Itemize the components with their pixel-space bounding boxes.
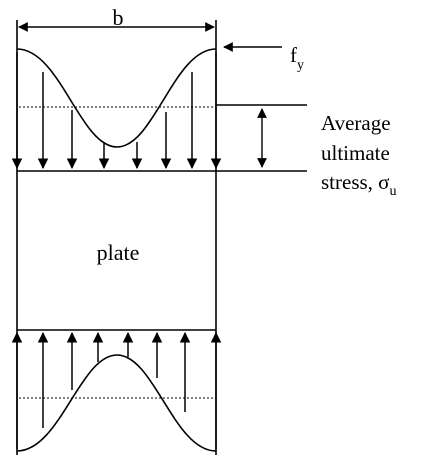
average-stress-label: Average	[321, 111, 391, 135]
yield-label: fy	[290, 43, 304, 73]
top-stress-curve	[16, 48, 217, 148]
width-label: b	[113, 5, 124, 30]
average-stress-label-2: ultimate	[321, 141, 390, 165]
plate-label: plate	[97, 240, 140, 265]
average-stress-label-3: stress, σu	[321, 170, 397, 199]
bottom-stress-curve	[16, 354, 217, 452]
bottom-stress-arrows	[11, 331, 222, 449]
top-stress-arrows	[11, 52, 222, 170]
